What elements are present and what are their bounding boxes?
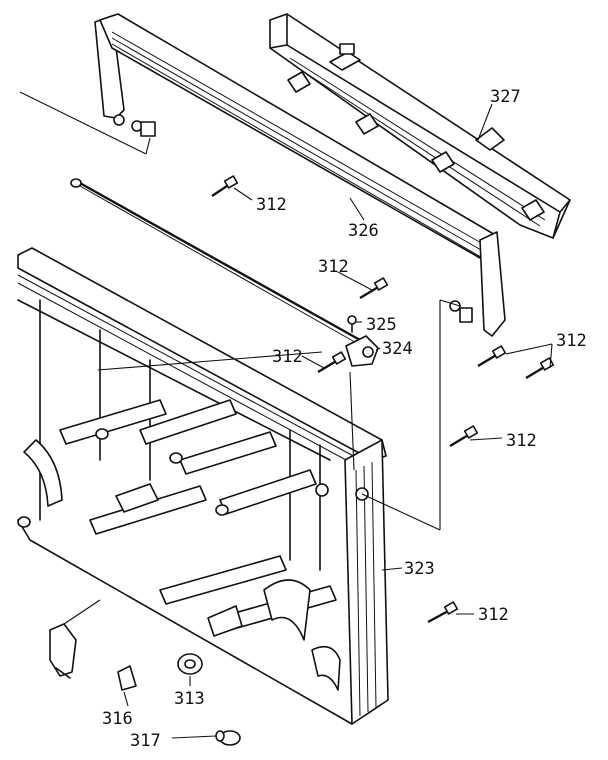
callout-312-upper: 312 — [318, 257, 349, 277]
part-327-rail — [269, 13, 571, 239]
rod — [70, 178, 361, 346]
leader-lines — [19, 91, 553, 739]
part-325-screw — [347, 315, 357, 333]
callout-327: 327 — [490, 87, 521, 107]
callout-326: 326 — [348, 221, 379, 241]
callout-312-mid: 312 — [272, 347, 303, 367]
callout-316: 316 — [102, 709, 133, 729]
part-317-fastener — [215, 730, 241, 746]
callout-312-top: 312 — [256, 195, 287, 215]
callout-323: 323 — [404, 559, 435, 579]
callout-317: 317 — [130, 731, 161, 751]
part-313-clip — [177, 653, 203, 675]
part-316-tab — [117, 665, 137, 691]
screws-312 — [211, 175, 555, 624]
part-324-bracket — [345, 335, 379, 367]
part-326-trim — [94, 13, 506, 337]
callout-labels: 327 326 312 312 325 324 312 312 312 323 … — [102, 87, 587, 751]
callout-324: 324 — [382, 339, 413, 359]
callout-325: 325 — [366, 315, 397, 335]
callout-312-right-pair: 312 — [556, 331, 587, 351]
loose-bracket — [49, 623, 77, 679]
callout-312-lower: 312 — [478, 605, 509, 625]
callout-313: 313 — [174, 689, 205, 709]
callout-312-right: 312 — [506, 431, 537, 451]
part-323-chassis — [17, 247, 389, 725]
